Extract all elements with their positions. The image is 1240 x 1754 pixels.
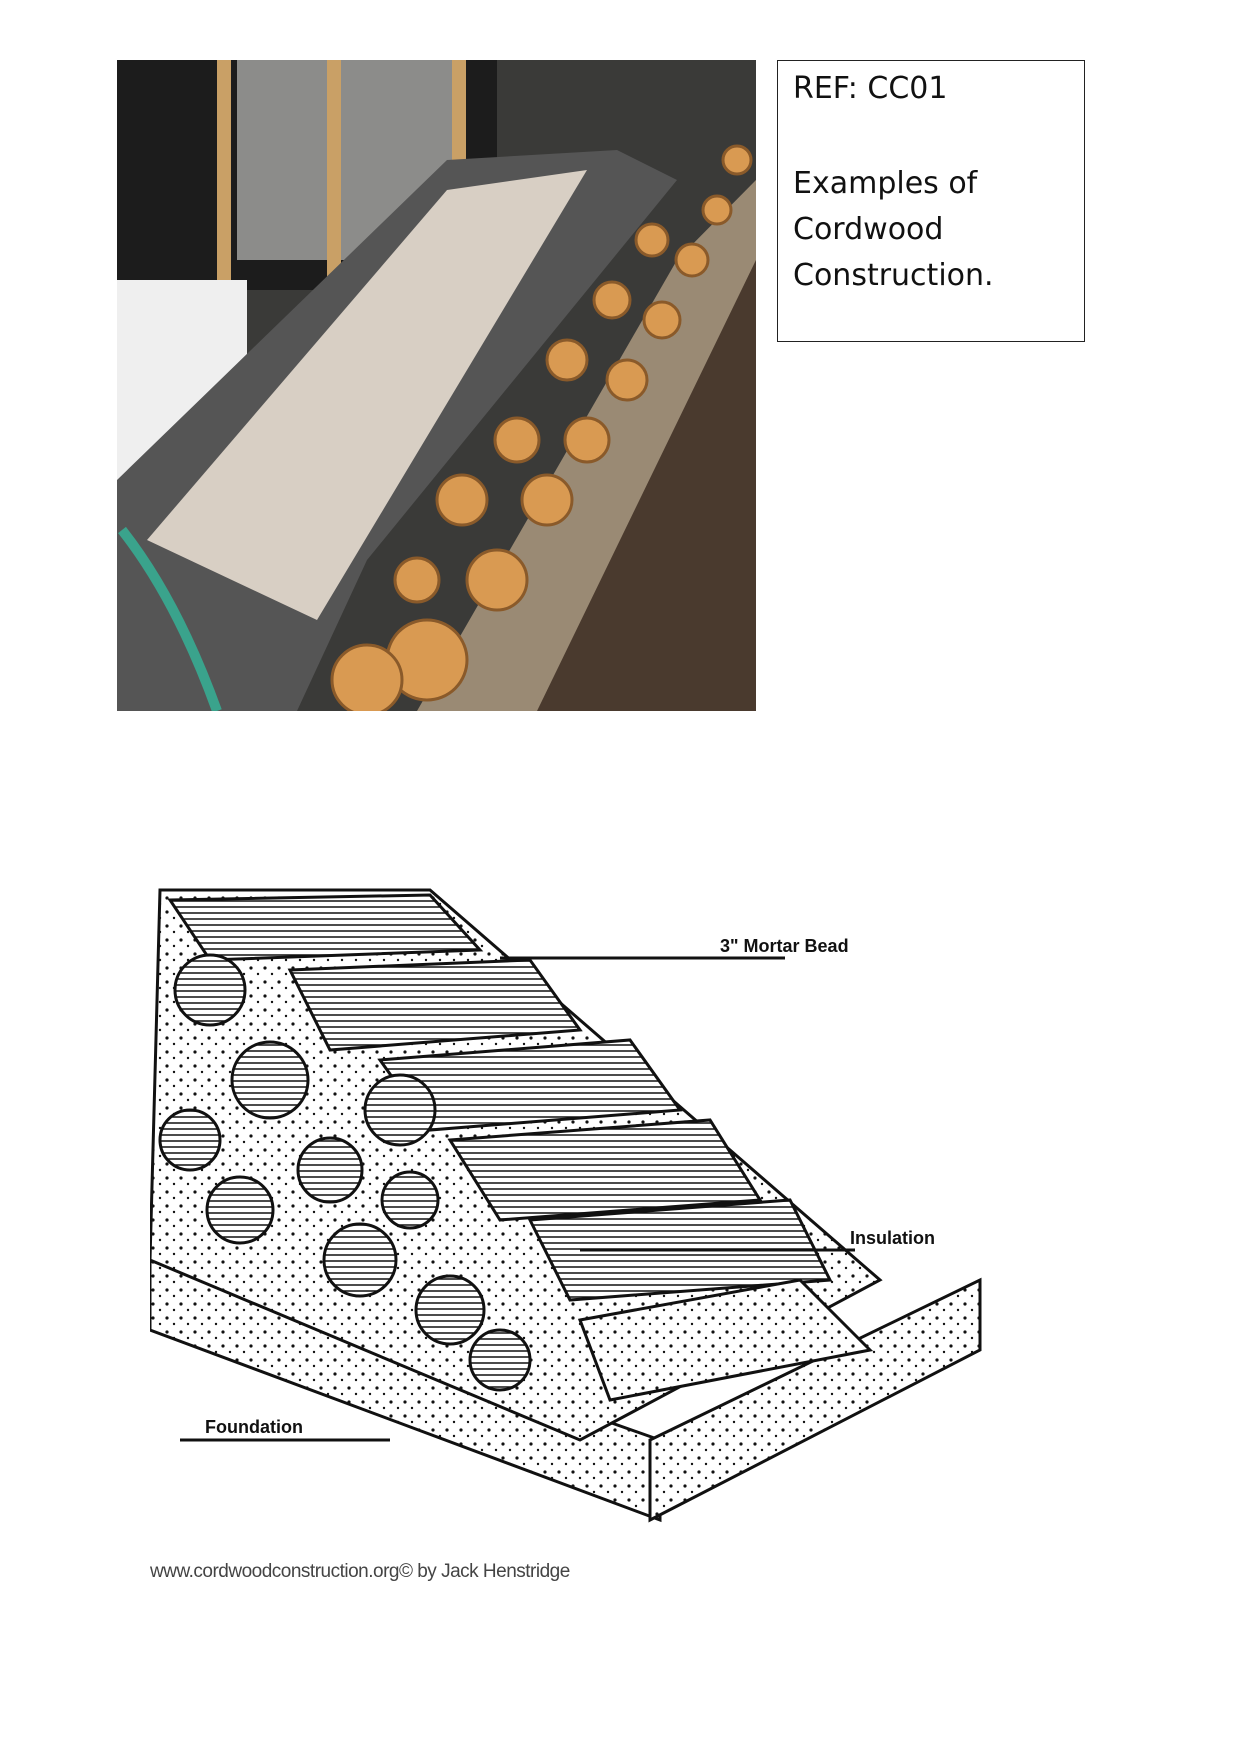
description-line: Cordwood [793,212,944,247]
cordwood-wall-photo [117,60,756,711]
cordwood-cross-section-diagram: 3" Mortar Bead Insulation Foundation [148,880,1000,1560]
description-line: Examples of [793,166,978,201]
reference-code: REF: CC01 [793,71,948,106]
mortar-bead-label: 3" Mortar Bead [720,936,849,956]
description-line: Construction. [793,258,994,293]
diagram-credit: www.cordwoodconstruction.org© by Jack He… [150,1561,570,1582]
insulation-label: Insulation [850,1228,935,1248]
reference-box: REF: CC01 Examples of Cordwood Construct… [777,60,1085,342]
foundation-label: Foundation [205,1417,303,1437]
description: Examples of Cordwood Construction. [793,161,1073,299]
